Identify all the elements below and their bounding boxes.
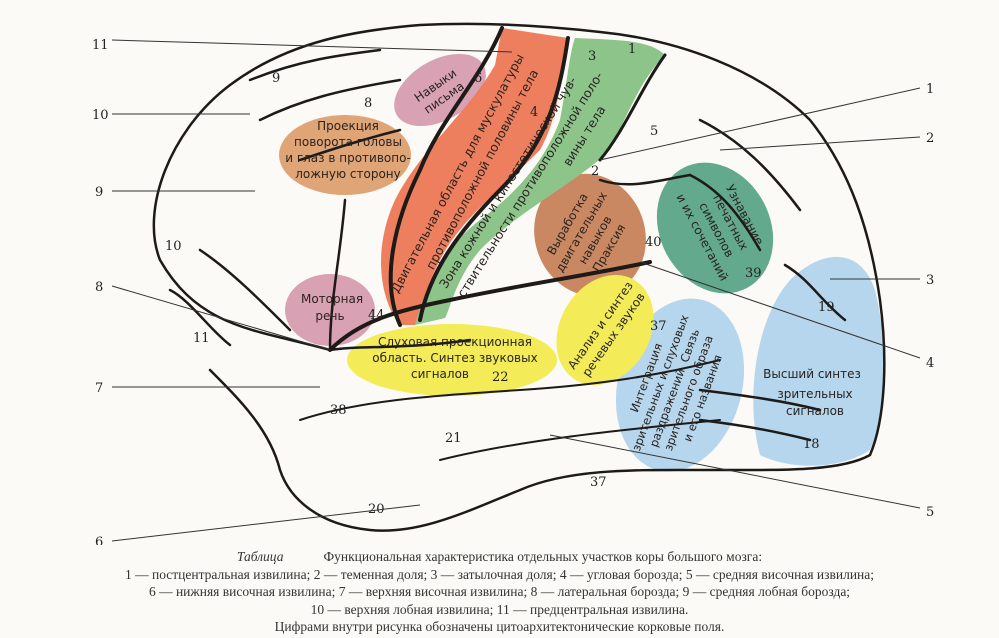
- field-number: 20: [368, 502, 385, 517]
- praxis-zone: [534, 173, 646, 297]
- caption-legend-line: 10 — верхняя лобная извилина; 11 — предц…: [310, 601, 689, 617]
- outer-label: 5: [926, 505, 934, 520]
- auditory-label: область. Синтез звуковых: [372, 351, 537, 365]
- field-number: 9: [272, 71, 280, 86]
- outer-label: 11: [92, 38, 109, 53]
- writing-zone: [394, 53, 486, 127]
- field-number: 11: [193, 331, 210, 346]
- outer-labels: 11 10 9 8 7 6 1 2 3 4 5: [92, 38, 934, 545]
- field-number: 6: [474, 71, 482, 86]
- field-numbers: 9 8 6 3 4 1 5 2 10 11 44 40 39 19 37 22 …: [165, 42, 835, 517]
- field-number: 10: [165, 239, 182, 254]
- field-number: 19: [818, 300, 835, 315]
- field-number: 2: [591, 164, 599, 179]
- field-number: 5: [650, 124, 658, 139]
- sensory-band: [415, 38, 665, 325]
- field-number: 37: [650, 319, 667, 334]
- head-turn-label: Проекция: [317, 119, 379, 133]
- brain-outline: [152, 22, 886, 532]
- auditory-label: Слуховая проекционная: [378, 335, 532, 349]
- outer-label: 9: [95, 185, 103, 200]
- auditory-zone: [347, 324, 557, 396]
- outer-label: 7: [95, 381, 103, 396]
- field-number: 1: [628, 42, 636, 57]
- field-number: 37: [590, 475, 607, 490]
- field-number: 39: [745, 266, 762, 281]
- outer-label: 10: [92, 108, 109, 123]
- caption-legend-line: 1 — постцентральная извилина; 2 — теменн…: [124, 566, 875, 582]
- field-number: 4: [530, 105, 538, 120]
- visual-synthesis-label: зрительных: [777, 387, 852, 401]
- field-number: 8: [364, 96, 372, 111]
- field-number: 38: [330, 403, 347, 418]
- caption-legend-line: 6 — нижняя височная извилина; 7 — верхня…: [148, 584, 851, 599]
- caption-title: Таблица: [236, 549, 284, 564]
- head-turn-label: ложную сторону: [295, 167, 401, 181]
- visual-synthesis-label: Высший синтез: [763, 367, 861, 381]
- visual-synthesis-label: сигналов: [786, 404, 844, 418]
- motor-speech-zone: [285, 274, 375, 346]
- outer-label: 3: [926, 273, 934, 288]
- figure-caption: Таблица Функциональная характеристика отд…: [0, 548, 999, 636]
- field-number: 18: [803, 437, 820, 452]
- leader-lines: [111, 39, 921, 542]
- brain-illustration: 11 10 9 8 7 6 1 2 3 4 5 9 8 6 3 4 1 5 2 …: [92, 22, 934, 545]
- field-number: 40: [645, 235, 662, 250]
- field-number: 21: [445, 431, 462, 446]
- field-number: 22: [492, 370, 509, 385]
- motor-band: [381, 28, 568, 325]
- head-turn-label: и глаз в противопо-: [285, 151, 411, 165]
- speech-sounds-zone: [556, 274, 654, 386]
- field-number: 3: [588, 49, 596, 64]
- motor-speech-label: Моторная: [301, 292, 363, 306]
- outer-label: 2: [926, 131, 934, 146]
- auditory-label: сигналов: [411, 367, 469, 381]
- outer-label: 4: [926, 356, 934, 371]
- visual-synthesis-zone: [753, 256, 885, 466]
- motor-speech-label: речь: [315, 309, 344, 323]
- field-number: 44: [368, 308, 385, 323]
- symbols-zone: [656, 162, 774, 294]
- outer-label: 8: [95, 280, 103, 295]
- outer-label: 1: [926, 82, 934, 97]
- caption-note: Цифрами внутри рисунка обозначены цитоар…: [274, 619, 725, 634]
- caption-heading: Функциональная характеристика отдельных …: [323, 549, 763, 564]
- outer-label: 6: [95, 535, 103, 545]
- head-turn-label: поворота головы: [294, 135, 402, 149]
